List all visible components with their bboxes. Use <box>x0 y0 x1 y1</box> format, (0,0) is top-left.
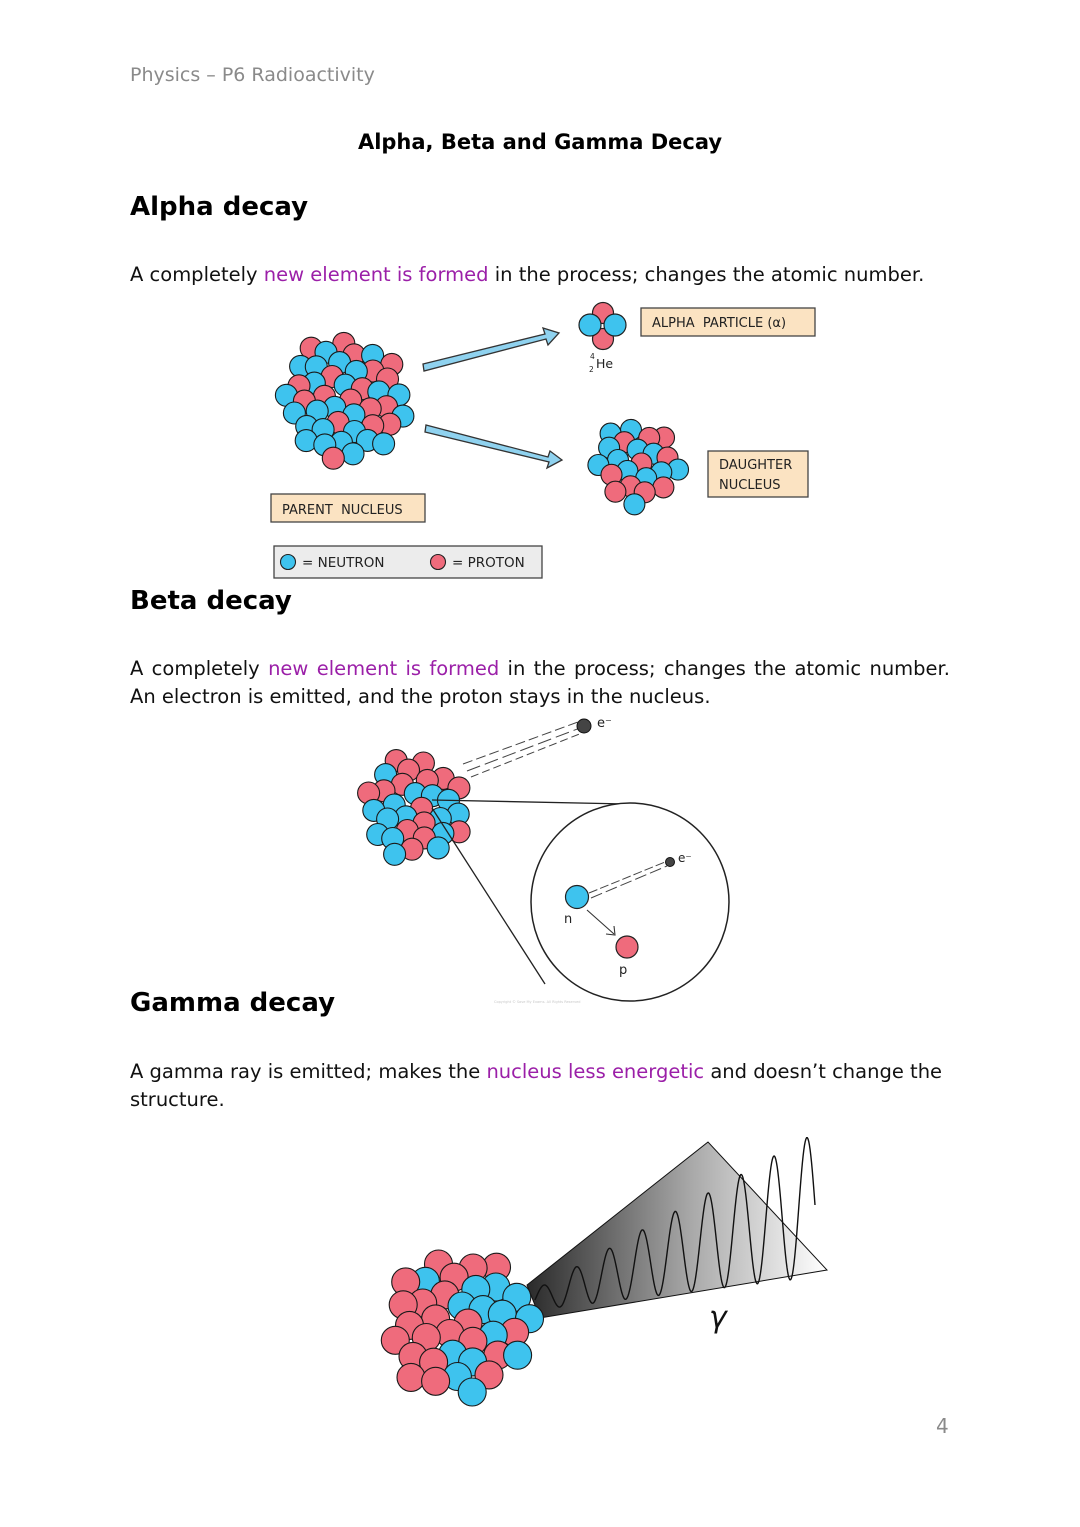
beta-nucleus <box>358 750 471 866</box>
alpha-diagram: 4 2 He ALPHA PARTICLE (α) DAUGHTER NUCLE… <box>271 303 815 579</box>
emitted-electron-label: e⁻ <box>597 716 612 731</box>
magnifier-line-bottom <box>432 808 545 984</box>
gamma-heading: Gamma decay <box>130 988 335 1018</box>
daughter-label-line1: DAUGHTER <box>719 458 792 473</box>
nucleon <box>342 443 364 465</box>
gamma-symbol: γ <box>709 1300 729 1335</box>
gamma-text-start: A gamma ray is emitted; makes the <box>130 1060 486 1083</box>
nucleon <box>427 837 449 859</box>
helium-atomic-number: 2 <box>589 365 594 374</box>
gamma-highlight: nucleus less energetic <box>486 1060 704 1083</box>
legend-neutron-label: = NEUTRON <box>302 555 384 571</box>
arrow-to-daughter <box>425 425 562 468</box>
nucleon <box>458 1378 486 1406</box>
parent-nucleus-label: PARENT NUCLEUS <box>282 503 403 518</box>
parent-nucleus <box>275 332 414 469</box>
emitted-electron <box>577 719 591 733</box>
page-number: 4 <box>936 1414 949 1438</box>
beta-electron-trail <box>463 722 582 777</box>
inner-proton <box>616 936 638 958</box>
magnified-view-circle <box>531 803 729 1001</box>
inner-neutron <box>566 886 589 909</box>
inner-neutron-label: n <box>564 912 572 927</box>
nucleon <box>422 1367 450 1395</box>
nucleon <box>653 477 674 498</box>
nucleon <box>384 843 406 865</box>
daughter-nucleus <box>588 419 689 514</box>
nucleon <box>322 447 344 469</box>
arrow-to-alpha-particle <box>423 328 559 371</box>
beta-highlight: new element is formed <box>268 657 499 680</box>
beta-diagram: e⁻ e⁻ n p Copyright © Save My Exams. All… <box>358 716 729 1004</box>
copyright-watermark: Copyright © Save My Exams. All Rights Re… <box>494 1000 581 1004</box>
nucleon <box>624 494 645 515</box>
beta-paragraph: A completely new element is formed in th… <box>130 655 950 711</box>
beta-heading: Beta decay <box>130 586 292 616</box>
alpha-particle-label: ALPHA PARTICLE (α) <box>652 316 786 331</box>
nucleon <box>504 1341 532 1369</box>
gamma-paragraph: A gamma ray is emitted; makes the nucleu… <box>130 1058 950 1114</box>
legend-neutron-swatch <box>281 555 296 570</box>
legend-proton-swatch <box>431 555 446 570</box>
daughter-label-line2: NUCLEUS <box>719 478 781 493</box>
inner-proton-label: p <box>619 963 627 978</box>
nucleon <box>605 481 626 502</box>
gamma-diagram: γ <box>381 1138 827 1406</box>
nucleon <box>373 433 395 455</box>
beta-text-start: A completely <box>130 657 268 680</box>
gamma-ray-cone <box>527 1142 827 1318</box>
inner-electron <box>666 858 675 867</box>
gamma-nucleus <box>381 1250 543 1406</box>
nucleon <box>397 1363 425 1391</box>
helium-symbol: He <box>596 356 613 371</box>
inner-electron-label: e⁻ <box>678 851 692 865</box>
helium-mass-number: 4 <box>590 352 595 361</box>
alpha-particle <box>579 303 626 350</box>
legend-proton-label: = PROTON <box>452 555 525 571</box>
